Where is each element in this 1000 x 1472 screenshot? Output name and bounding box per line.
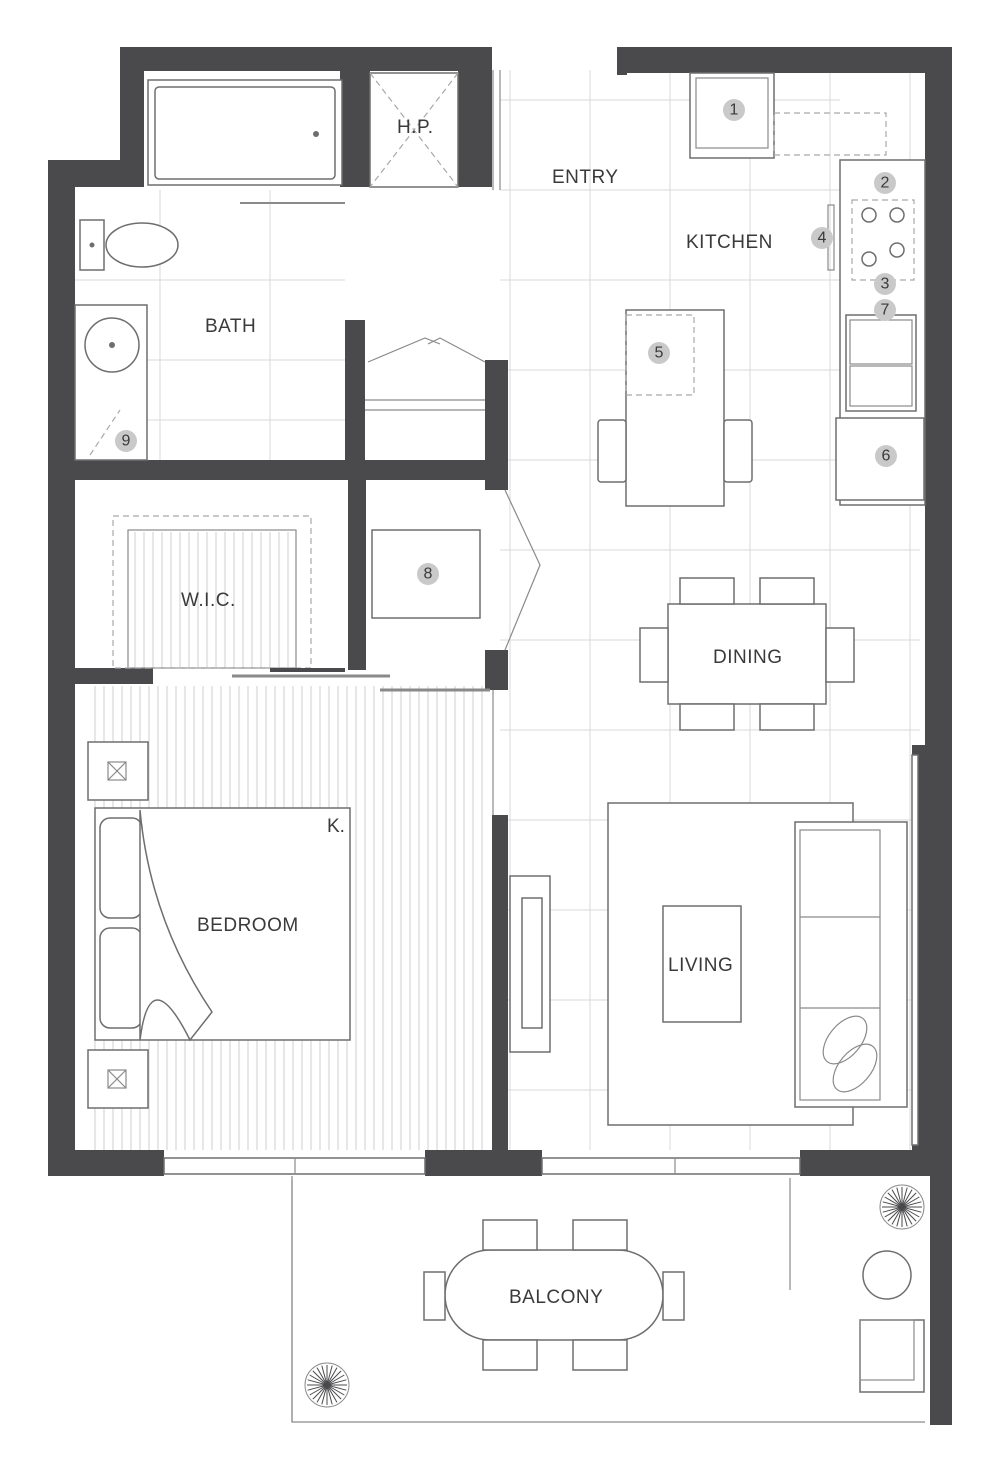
callout-badge-3: 3 — [874, 273, 896, 295]
wic-shelving — [112, 515, 490, 692]
windows — [163, 70, 919, 1175]
kitchen-counter — [827, 159, 926, 506]
callout-badge-4: 4 — [811, 227, 833, 249]
vanity — [74, 304, 148, 461]
svg-text:2: 2 — [881, 175, 890, 192]
room-label-dining: DINING — [713, 647, 783, 668]
room-label-bedroom: BEDROOM — [197, 915, 299, 936]
wood-floor-lines — [94, 532, 483, 1150]
nightstand-top — [87, 741, 149, 801]
room-label-hp: H.P. — [397, 117, 434, 138]
callout-badge-2: 2 — [874, 172, 896, 194]
callout-badge-9: 9 — [115, 430, 137, 452]
room-label-kitchen: KITCHEN — [686, 232, 773, 253]
hp-closet — [369, 72, 459, 188]
room-label-entry: ENTRY — [552, 167, 619, 188]
callout-badge-8: 8 — [417, 563, 439, 585]
dining-table — [639, 577, 855, 731]
refrigerator — [689, 72, 887, 159]
callout-badge-1: 1 — [723, 99, 745, 121]
svg-text:4: 4 — [818, 230, 827, 247]
bed — [94, 807, 351, 1042]
nightstand-bottom — [87, 1049, 149, 1109]
linen-closet — [365, 337, 486, 411]
callout-badge-5: 5 — [648, 342, 670, 364]
room-label-wic: W.I.C. — [181, 590, 236, 611]
walls — [48, 47, 952, 1425]
plant-icon — [879, 1184, 925, 1230]
room-label-bath: BATH — [205, 316, 256, 337]
callout-badge-7: 7 — [874, 299, 896, 321]
svg-text:6: 6 — [882, 448, 891, 465]
toilet — [79, 219, 179, 271]
plant-icon — [304, 1362, 350, 1408]
bathtub — [147, 79, 345, 204]
callout-badge-6: 6 — [875, 445, 897, 467]
svg-text:3: 3 — [881, 276, 890, 293]
svg-text:5: 5 — [655, 345, 664, 362]
balcony-area — [291, 1176, 925, 1423]
svg-text:1: 1 — [730, 102, 739, 119]
svg-text:9: 9 — [122, 433, 131, 450]
room-label-balcony: BALCONY — [509, 1287, 603, 1308]
bed-size-label: K. — [327, 816, 345, 837]
living-furniture — [509, 802, 908, 1126]
svg-text:8: 8 — [424, 566, 433, 583]
storage-closet — [371, 489, 541, 651]
room-label-living: LIVING — [668, 955, 733, 976]
svg-text:7: 7 — [881, 302, 890, 319]
kitchen-island — [597, 309, 753, 507]
